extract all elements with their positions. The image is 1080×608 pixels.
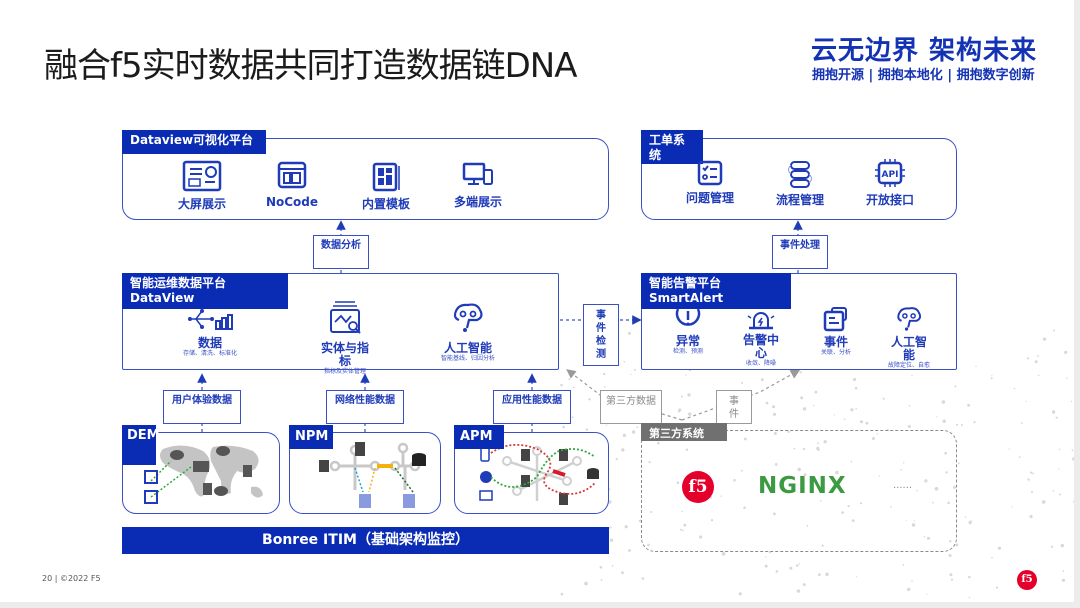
ticket-item-open-api[interactable]: API 开放接口 (862, 158, 918, 207)
smartalert-item-label: 人工智能 (890, 335, 927, 362)
connector-third-party-data: 第三方数据 (600, 390, 662, 424)
slogan-main: 云无边界 架构未来 (811, 36, 1038, 66)
ai-brain-icon (897, 307, 922, 331)
aiops-tag-line1: 智能运维数据平台 (130, 276, 227, 290)
aiops-item-sub: 指标及实体管理 (323, 368, 366, 375)
alert-circle-icon (675, 308, 701, 326)
ticket-system-tag: 工单系统 (641, 130, 703, 164)
smartalert-tag-line2: SmartAlert (649, 291, 724, 305)
connector-data-analysis: 数据分析 (313, 235, 369, 269)
module-dem-tag: DEM (122, 425, 160, 465)
template-icon (372, 162, 400, 192)
smartalert-item-event[interactable]: 事件 关联、分析 (810, 306, 862, 357)
aiops-tag-line2: DataView (130, 291, 195, 305)
connector-event-processing: 事件处理 (772, 235, 828, 269)
aiops-item-sub: 智能基线、归因分析 (440, 355, 495, 362)
ticket-item-label: 问题管理 (685, 191, 734, 205)
world-map-icon (144, 445, 263, 504)
footer-page-number: 20 | ©2022 F5 (42, 574, 101, 583)
arrow-third-party-event (681, 369, 801, 421)
f5-logo: f5 (682, 471, 714, 503)
connector-app-performance-data: 应用性能数据 (493, 390, 571, 424)
dataview-item-label: 大屏展示 (177, 197, 226, 211)
right-edge-strip (1074, 0, 1080, 608)
data-pipeline-icon (188, 309, 233, 330)
ai-brain-icon (453, 303, 483, 332)
multi-device-icon (462, 162, 493, 185)
smartalert-platform-tag: 智能告警平台 SmartAlert (641, 273, 791, 309)
aiops-item-label: 数据 (197, 336, 222, 350)
smartalert-item-sub: 检测、预测 (672, 348, 703, 355)
more-systems-ellipsis: ...... (893, 480, 913, 491)
siren-icon (747, 312, 775, 330)
checklist-icon (697, 160, 723, 186)
bottom-edge-strip (0, 602, 1080, 608)
third-party-systems (641, 430, 957, 552)
smartalert-item-ai[interactable]: 人工智能 故障定位、自愈 (884, 306, 934, 370)
nginx-logo: NGINX (758, 473, 847, 499)
module-npm-tag: NPM (289, 425, 333, 449)
module-dem[interactable] (122, 432, 280, 514)
smartalert-item-alert-center[interactable]: 告警中心 收敛、降噪 (738, 312, 784, 368)
smartalert-item-sub: 收敛、降噪 (745, 360, 776, 367)
dataview-visual-platform-tag: Dataview可视化平台 (122, 130, 266, 154)
page-title: 融合f5实时数据共同打造数据链DNA (44, 46, 577, 86)
aiops-item-label: 人工智能 (443, 341, 492, 355)
connector-event: 事件 (716, 390, 752, 424)
process-flow-icon (788, 161, 812, 188)
slogan-sub: 拥抱开源 | 拥抱本地化 | 拥抱数字创新 (812, 68, 1035, 83)
network-topology-icon (319, 442, 426, 508)
third-party-systems-tag: 第三方系统 (641, 423, 727, 441)
ticket-item-label: 开放接口 (865, 193, 914, 207)
aiops-item-ai[interactable]: 人工智能 智能基线、归因分析 (428, 302, 508, 363)
dataview-item-templates[interactable]: 内置模板 (356, 160, 416, 211)
aiops-item-entities-metrics[interactable]: 实体与指标 指标及实体管理 (305, 300, 385, 376)
dataview-item-label: 内置模板 (361, 197, 410, 211)
smartalert-item-sub: 故障定位、自愈 (887, 362, 930, 369)
module-apm-tag: APM (454, 425, 504, 449)
event-card-icon (823, 307, 847, 332)
dataview-item-big-screen[interactable]: 大屏展示 (172, 160, 232, 211)
svg-text:API: API (882, 170, 899, 180)
smartalert-tag-line1: 智能告警平台 (649, 276, 722, 290)
smartalert-item-sub: 关联、分析 (820, 349, 851, 356)
dataview-item-multi-device[interactable]: 多端展示 (448, 160, 508, 209)
dashboard-icon (182, 160, 222, 192)
aiops-item-label: 实体与指标 (320, 341, 369, 368)
aiops-item-data[interactable]: 数据 存储、清洗、标准化 (170, 307, 250, 358)
smartalert-item-label: 事件 (823, 335, 848, 349)
bonree-itim-bar: Bonree ITIM（基础架构监控） (122, 527, 609, 554)
aiops-data-platform-tag: 智能运维数据平台 DataView (122, 273, 288, 309)
app-trace-topology-icon (479, 443, 599, 505)
dataview-item-nocode[interactable]: NoCode (262, 160, 322, 209)
smartalert-item-label: 异常 (675, 334, 700, 348)
smartalert-item-label: 告警中心 (742, 333, 779, 360)
smartalert-item-anomaly[interactable]: 异常 检测、预测 (662, 308, 714, 356)
dataview-item-label: 多端展示 (453, 195, 502, 209)
connector-user-experience-data: 用户体验数据 (163, 390, 241, 424)
window-layout-icon (277, 161, 307, 189)
connector-event-detection: 事件检测 (583, 304, 619, 366)
ticket-item-issue-management[interactable]: 问题管理 (682, 160, 738, 205)
ticket-item-process-management[interactable]: 流程管理 (772, 160, 828, 207)
dataview-item-label: NoCode (265, 195, 319, 209)
metrics-search-icon (330, 301, 361, 334)
f5-footer-logo: f5 (1017, 570, 1037, 590)
aiops-item-sub: 存储、清洗、标准化 (182, 350, 237, 357)
connector-network-performance-data: 网络性能数据 (326, 390, 404, 424)
api-chip-icon: API (875, 159, 905, 187)
ticket-item-label: 流程管理 (775, 193, 824, 207)
